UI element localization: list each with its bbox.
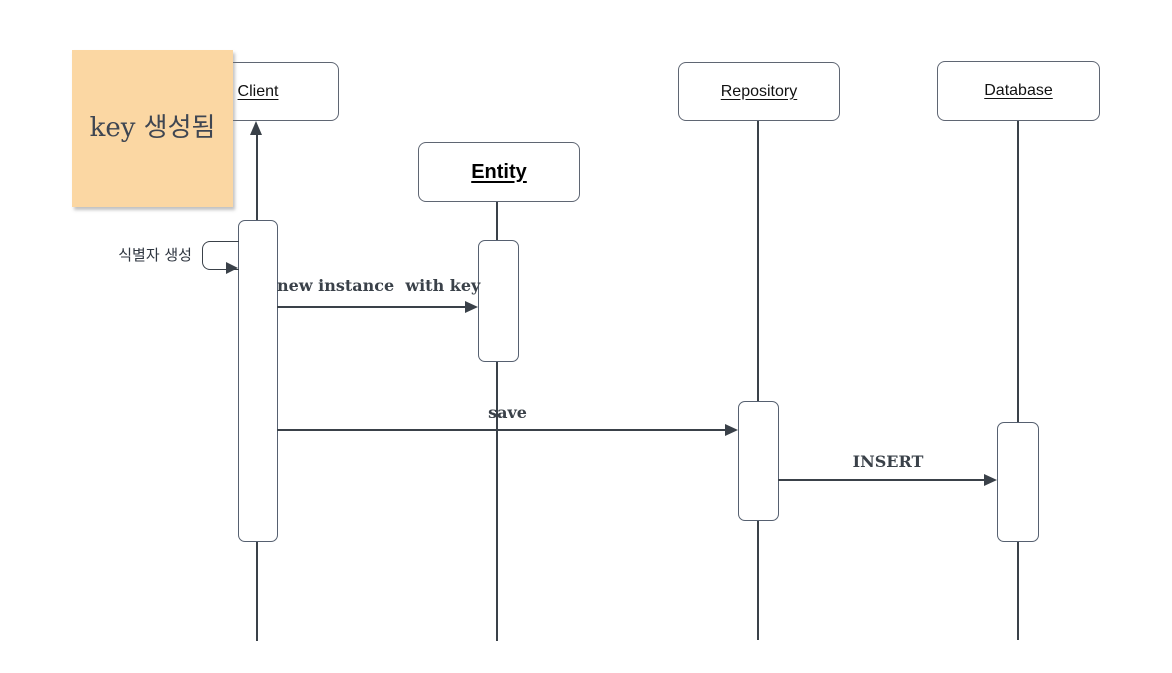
arrowhead-right-icon bbox=[725, 424, 738, 436]
sticky-note[interactable]: key 생성됨 bbox=[72, 50, 233, 207]
lifeline-head-entity[interactable]: Entity bbox=[418, 142, 580, 202]
message-new-instance-label: new instance with key bbox=[277, 276, 481, 295]
message-insert-label: INSERT bbox=[852, 452, 924, 471]
lifeline-label-database: Database bbox=[984, 82, 1053, 99]
lifeline-entity-upper[interactable] bbox=[496, 200, 498, 240]
message-insert-line bbox=[778, 479, 985, 481]
arrowhead-right-icon bbox=[226, 262, 238, 274]
activation-repository[interactable] bbox=[738, 401, 779, 521]
message-self-loop-line bbox=[202, 241, 239, 270]
message-return-line bbox=[256, 134, 258, 220]
lifeline-label-client: Client bbox=[237, 82, 279, 100]
sticky-note-text: key 생성됨 bbox=[89, 113, 216, 143]
arrowhead-right-icon bbox=[984, 474, 997, 486]
message-save-label: save bbox=[488, 403, 527, 422]
lifeline-repository-upper[interactable] bbox=[757, 119, 759, 401]
lifeline-entity-lower[interactable] bbox=[496, 360, 498, 641]
activation-entity[interactable] bbox=[478, 240, 519, 362]
message-self-label: 식별자 생성 bbox=[118, 246, 192, 264]
lifeline-client[interactable] bbox=[256, 540, 258, 641]
message-save-line bbox=[277, 429, 726, 431]
lifeline-database-upper[interactable] bbox=[1017, 119, 1019, 422]
lifeline-head-repository[interactable]: Repository bbox=[678, 62, 840, 121]
arrowhead-up-icon bbox=[250, 121, 262, 135]
lifeline-repository-lower[interactable] bbox=[757, 519, 759, 640]
activation-database[interactable] bbox=[997, 422, 1039, 542]
activation-client[interactable] bbox=[238, 220, 278, 542]
lifeline-label-repository: Repository bbox=[720, 82, 798, 100]
message-new-instance-line bbox=[277, 306, 467, 308]
lifeline-label-entity: Entity bbox=[471, 160, 527, 183]
lifeline-database-lower[interactable] bbox=[1017, 540, 1019, 640]
arrowhead-right-icon bbox=[465, 301, 478, 313]
lifeline-head-database[interactable]: Database bbox=[937, 61, 1100, 121]
